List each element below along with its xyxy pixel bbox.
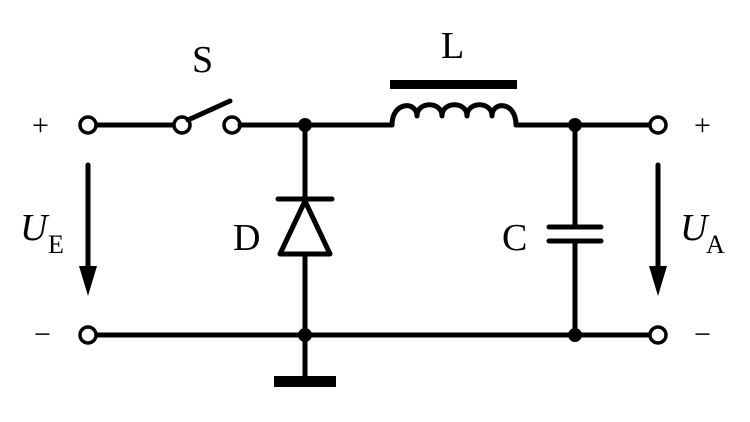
input-voltage-arrow (79, 162, 97, 296)
output-voltage-arrow (649, 162, 667, 296)
switch-label: S (192, 39, 213, 81)
junction-capacitor-top (568, 118, 582, 132)
junction-capacitor-bottom (568, 328, 582, 342)
switch-s (172, 98, 242, 135)
input-voltage-symbol: U (20, 207, 50, 249)
input-terminal-top (78, 115, 98, 135)
input-plus-sign: + (32, 109, 49, 142)
diode-triangle (277, 198, 333, 257)
junction-diode-bottom (298, 328, 312, 342)
switch-blade (185, 98, 233, 123)
inductor-label: L (441, 25, 464, 67)
diode-d (275, 122, 335, 383)
inductor-core-bar (390, 80, 517, 89)
inductor-coil (389, 102, 519, 128)
output-voltage-symbol: U (680, 207, 710, 249)
diode-label: D (233, 217, 260, 259)
ground-bar (274, 376, 336, 387)
output-terminal-bottom (648, 325, 668, 345)
output-voltage-label: U (680, 207, 710, 249)
capacitor-label: C (502, 217, 527, 259)
input-voltage-subscript: E (48, 230, 64, 259)
input-minus-sign: − (34, 318, 51, 351)
output-terminal-top (648, 115, 668, 135)
input-terminal-bottom (78, 325, 98, 345)
output-minus-sign: − (694, 318, 711, 351)
capacitor-c (546, 122, 604, 338)
junction-diode-top (298, 118, 312, 132)
output-plus-sign: + (694, 109, 711, 142)
input-voltage-label: U (20, 207, 50, 249)
output-voltage-subscript: A (706, 230, 725, 259)
